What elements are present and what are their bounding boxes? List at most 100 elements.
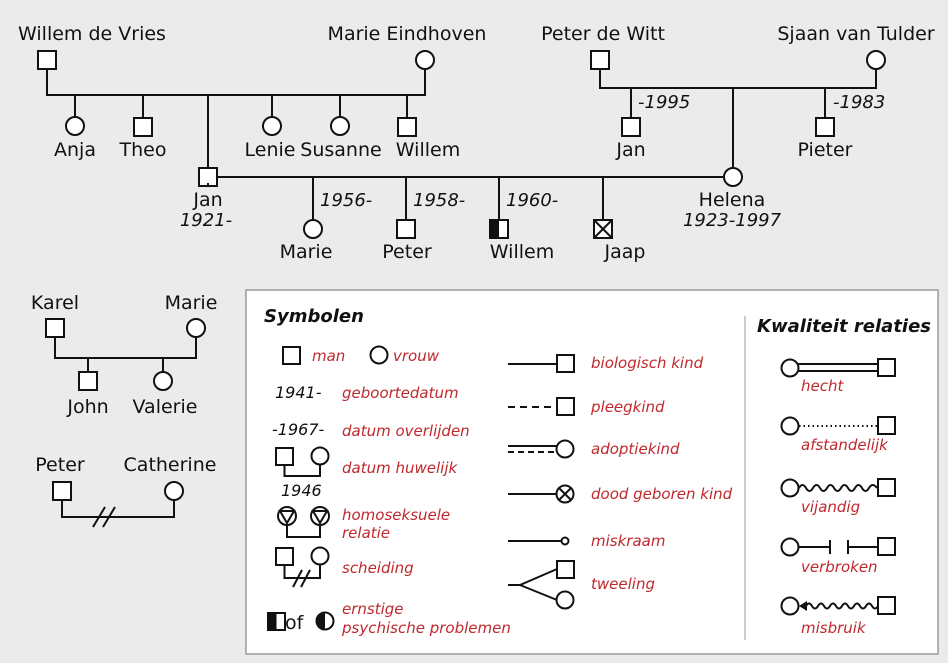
label-miscarriage: miskraam [591,532,665,550]
label-abuse: misbruik [801,619,867,637]
name-willem: Willem [490,241,554,263]
children-de-vries: Anja Theo Lenie Susanne Willem [54,95,460,168]
female-symbol [164,481,184,501]
family-peter-catherine: Peter Catherine [35,454,217,528]
male-symbol [590,50,610,70]
miscarriage-symbol [508,536,570,546]
biological-child-symbol [508,354,575,373]
grandparents-de-vries: Willem de Vries Marie Eindhoven [18,23,487,96]
female-symbol [65,116,85,136]
label-psych-1: ernstige [342,600,404,618]
twins-symbol [508,560,575,610]
stillborn-symbol [508,484,575,504]
female-symbol [866,50,886,70]
male-symbol [815,117,835,137]
year-willem: 1960- [506,190,558,211]
birth-example: 1941- [275,383,322,402]
year-jan: 1921- [180,210,232,231]
symbols-title: Symbolen [264,306,364,327]
name-catherine: Catherine [124,454,217,476]
female-symbol [303,219,323,239]
year-jan-uncle: -1995 [638,92,690,113]
hostile-relation-symbol [780,478,896,498]
female-symbol [330,116,350,136]
female-symbol [310,446,330,466]
name-lenie: Lenie [245,139,296,161]
name-peter-de-witt: Peter de Witt [541,23,665,45]
label-broken: verbroken [801,558,878,576]
female-symbol [415,50,435,70]
name-theo: Theo [119,139,167,161]
name-karel: Karel [31,292,79,314]
label-death: datum overlijden [342,422,470,440]
male-symbol [396,219,416,239]
male-symbol [52,481,72,501]
name-sjaan-van-tulder: Sjaan van Tulder [777,23,934,45]
name-john: John [66,396,108,418]
family-karel-marie: Karel Marie John Valerie [31,292,217,418]
divorce-marks [92,506,116,528]
male-symbol [282,346,301,365]
male-symbol [45,318,65,338]
marriage-year: 1946 [281,481,322,500]
name-willem-de-vries: Willem de Vries [18,23,166,45]
name-marie-small: Marie [165,292,218,314]
divorce-symbol [275,546,330,588]
label-vrouw: vrouw [393,347,440,365]
name-valerie: Valerie [133,396,198,418]
name-peter-small: Peter [35,454,85,476]
male-symbol [397,117,417,137]
female-symbol [153,371,173,391]
name-marie-eindhoven: Marie Eindhoven [328,23,487,45]
homosexual-relation-symbol [277,506,330,538]
name-marie: Marie [280,241,333,263]
label-man: man [312,347,345,365]
label-twins: tweeling [591,575,655,593]
male-symbol [275,447,294,466]
marriage-line [599,69,877,89]
label-close: hecht [801,377,844,395]
name-willem-sibling: Willem [396,139,460,161]
parents-jan-helena: Jan 1921- Helena 1923-1997 [180,167,782,231]
year-peter: 1958- [413,190,465,211]
male-symbol [37,50,57,70]
name-helena: Helena [699,189,766,211]
name-jaap: Jaap [604,241,646,263]
marriage-line [207,176,724,186]
main-family-tree: Willem de Vries Marie Eindhoven Anja The… [18,23,935,263]
legend: Symbolen man vrouw 1941- geboortedatum -… [245,289,939,655]
year-helena: 1923-1997 [683,210,782,231]
legend-box [245,289,939,655]
marriage-line [61,500,175,518]
label-psych-2: psychische problemen [341,619,511,637]
male-symbol [133,117,153,137]
label-homo-1: homoseksuele [342,506,450,524]
distant-relation-symbol [780,416,896,436]
death-example: -1967- [272,420,324,439]
label-marriage: datum huwelijk [342,459,458,477]
name-peter: Peter [382,241,432,263]
abuse-relation-symbol [780,596,896,616]
label-homo-2: relatie [342,524,390,542]
marriage-line [46,69,426,96]
female-symbol [723,167,743,187]
grandparents-de-witt: Peter de Witt Sjaan van Tulder -1995 Jan… [541,23,935,168]
year-pieter: -1983 [833,92,885,113]
name-jan-uncle: Jan [615,139,645,161]
close-relation-symbol [780,358,896,378]
male-symbol [621,117,641,137]
adopted-child-symbol [508,439,575,459]
label-divorce: scheiding [342,559,414,577]
name-pieter: Pieter [798,139,853,161]
broken-relation-symbol [780,537,896,557]
label-hostile: vijandig [801,498,860,516]
female-symbol [262,116,282,136]
male-symbol [78,371,98,391]
name-jan: Jan [192,189,222,211]
name-anja: Anja [54,139,96,161]
marriage-line [54,337,197,359]
label-distant: afstandelijk [801,436,889,454]
marriage-line [283,464,321,477]
name-susanne: Susanne [300,139,381,161]
